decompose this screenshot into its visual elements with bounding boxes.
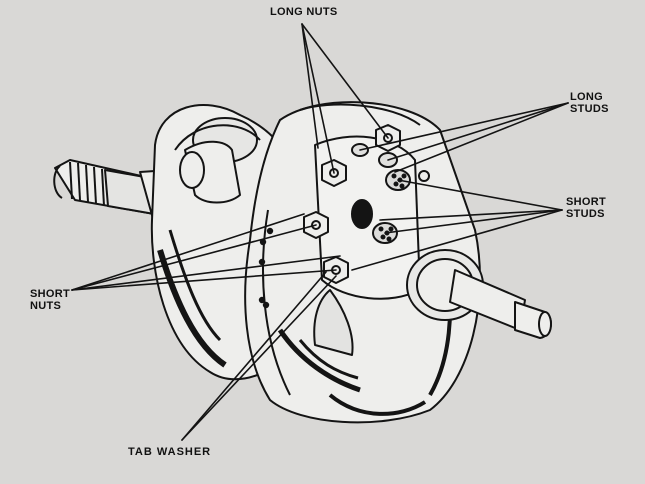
crank-pin	[179, 140, 241, 204]
leader-tab-washer	[181, 271, 337, 441]
leader-lines	[71, 23, 569, 441]
label-short-nuts-line1: SHORT	[30, 288, 70, 300]
label-short-studs: SHORT STUDS	[566, 196, 606, 220]
label-short-nuts-line2: NUTS	[30, 300, 62, 312]
leader-short-studs	[351, 179, 563, 271]
label-short-studs-line2: STUDS	[566, 208, 605, 220]
label-long-studs-line2: STUDS	[570, 103, 609, 115]
label-long-studs-line1: LONG	[570, 91, 603, 103]
leader-short-nuts	[71, 213, 341, 291]
leader-long-studs	[359, 102, 569, 173]
leader-long-nuts	[301, 23, 389, 174]
right-shaft	[406, 249, 552, 339]
illustration-body	[53, 101, 552, 424]
label-tab-washer: TAB WASHER	[128, 446, 212, 458]
label-long-studs: LONG STUDS	[570, 91, 609, 115]
label-long-nuts: LONG NUTS	[270, 6, 338, 18]
label-short-nuts: SHORT NUTS	[30, 288, 70, 312]
label-short-studs-line1: SHORT	[566, 196, 606, 208]
